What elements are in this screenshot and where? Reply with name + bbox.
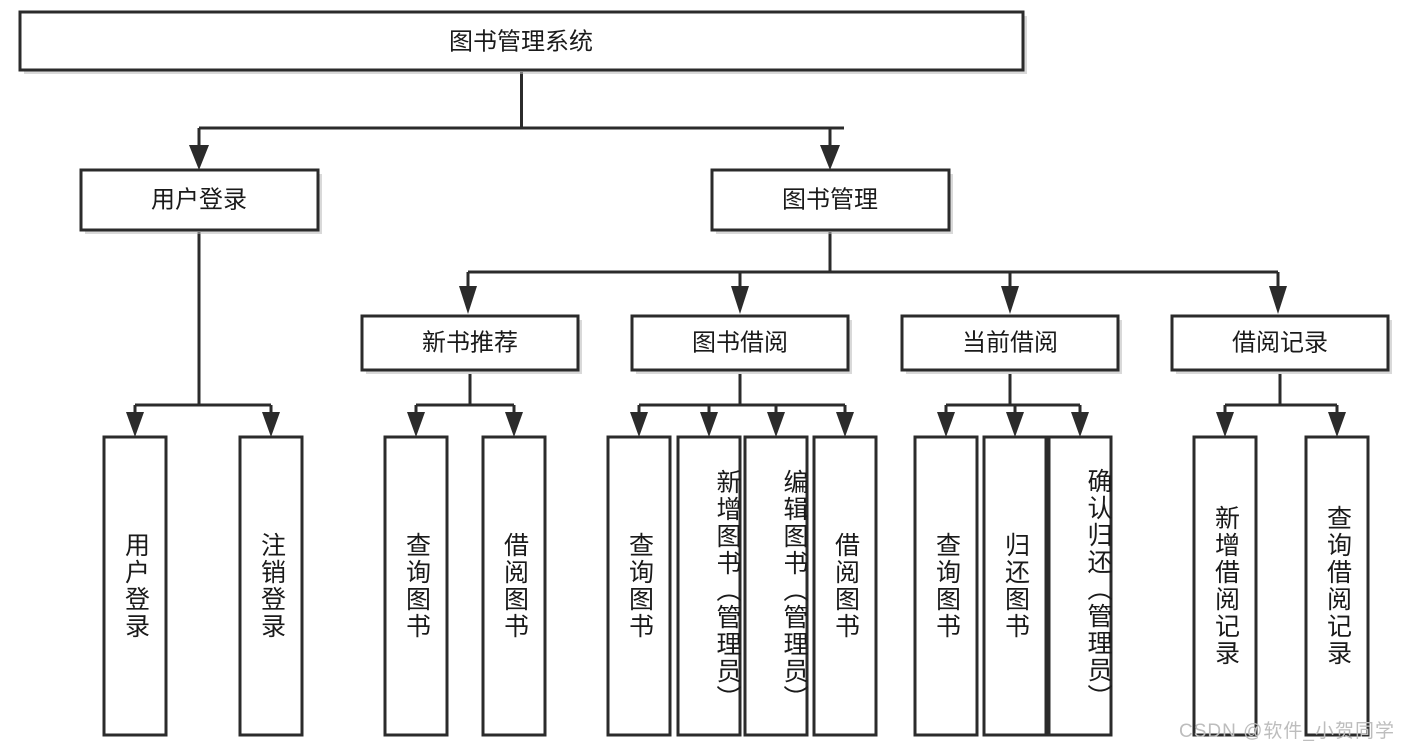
- level3-node-label-borrow-record: 借阅记录: [1232, 329, 1328, 356]
- level2-node-label-user-login: 用户登录: [151, 186, 247, 213]
- arrowhead-borrow-record: [1269, 286, 1287, 314]
- leaf-box-new-book-recommend-1[interactable]: [481, 435, 547, 737]
- arrowhead-bookborrow-leaf-4: [836, 412, 854, 437]
- csdn-watermark: CSDN @软件_小贺同学: [1179, 721, 1395, 742]
- leaf-box-book-borrow-3[interactable]: [812, 435, 878, 737]
- arrowhead-leaf-logout: [262, 412, 280, 437]
- root-node-box[interactable]: [18, 10, 1025, 72]
- arrowhead-new-book-recommend: [459, 286, 477, 314]
- root-node-label: 图书管理系统: [449, 28, 593, 55]
- leaf-box-book-borrow-0[interactable]: [606, 435, 672, 737]
- node-layer: 图书管理系统 用户登录 图书管理 新书推荐 图书借阅 当前借阅 借阅记录: [18, 10, 1392, 737]
- arrowhead-newbook-leaf-2: [505, 412, 523, 437]
- arrowhead-bookborrow-leaf-1: [630, 412, 648, 437]
- level2-node-box-book-management[interactable]: [710, 168, 951, 232]
- arrowhead-borrowrecord-leaf-1: [1216, 412, 1234, 437]
- level3-node-box-book-borrow[interactable]: [630, 314, 850, 372]
- level3-node-box-current-borrow[interactable]: [900, 314, 1120, 372]
- arrowhead-borrowrecord-leaf-2: [1328, 412, 1346, 437]
- level3-node-box-borrow-record[interactable]: [1170, 314, 1390, 372]
- leaf-box-user-login-0[interactable]: [102, 435, 168, 737]
- level3-node-box-new-book-recommend[interactable]: [360, 314, 580, 372]
- arrowhead-currentborrow-leaf-3: [1071, 412, 1089, 437]
- leaf-box-user-login-1[interactable]: [238, 435, 304, 737]
- leaf-box-current-borrow-0[interactable]: [913, 435, 979, 737]
- level3-node-label-new-book-recommend: 新书推荐: [422, 329, 518, 356]
- level3-node-label-current-borrow: 当前借阅: [962, 329, 1058, 356]
- leaf-box-book-borrow-2[interactable]: [743, 435, 809, 737]
- arrowhead-currentborrow-leaf-2: [1006, 412, 1024, 437]
- leaf-box-new-book-recommend-0[interactable]: [383, 435, 449, 737]
- arrowhead-current-borrow: [1001, 286, 1019, 314]
- level2-node-box-user-login[interactable]: [79, 168, 320, 232]
- arrowhead-book-mgmt: [820, 145, 840, 170]
- arrowhead-bookborrow-leaf-3: [767, 412, 785, 437]
- arrowhead-currentborrow-leaf-1: [937, 412, 955, 437]
- arrowhead-user-login: [189, 145, 209, 170]
- leaf-box-borrow-record-0[interactable]: [1192, 435, 1258, 737]
- level3-node-label-book-borrow: 图书借阅: [692, 329, 788, 356]
- level2-node-label-book-management: 图书管理: [782, 186, 878, 213]
- arrowhead-book-borrow: [731, 286, 749, 314]
- arrowhead-newbook-leaf-1: [407, 412, 425, 437]
- leaf-box-borrow-record-1[interactable]: [1304, 435, 1370, 737]
- arrowhead-bookborrow-leaf-2: [700, 412, 718, 437]
- leaf-box-book-borrow-1[interactable]: [676, 435, 742, 737]
- arrowhead-leaf-user-login: [126, 412, 144, 437]
- connector-layer: [126, 72, 1346, 437]
- leaf-box-current-borrow-1[interactable]: [982, 435, 1048, 737]
- leaf-box-current-borrow-2[interactable]: [1047, 435, 1113, 737]
